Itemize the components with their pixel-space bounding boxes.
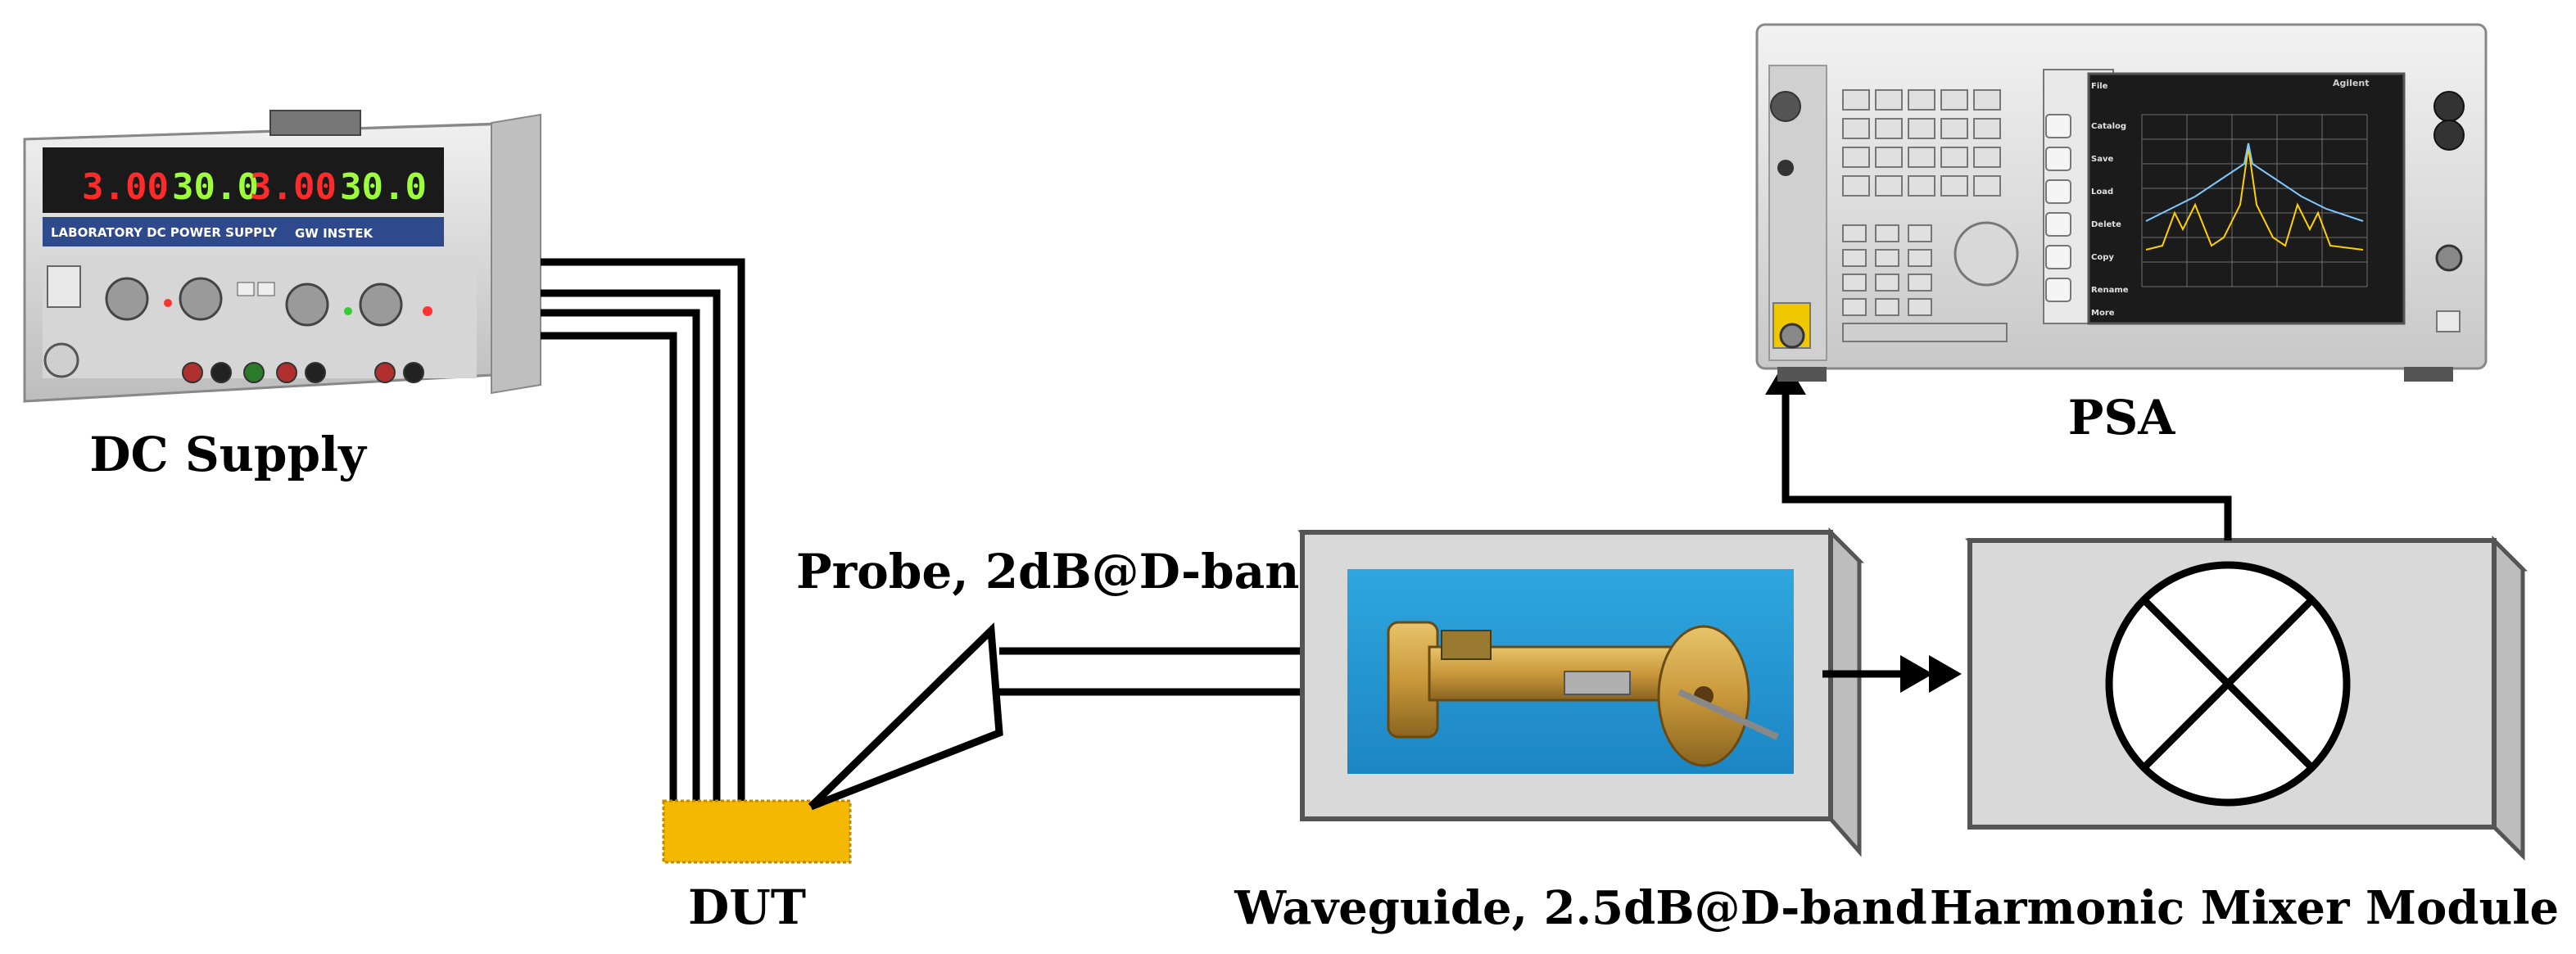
voltage-knob-2 [359, 283, 403, 327]
psa-disk-slot [1842, 323, 2008, 342]
psu-handle [269, 110, 361, 136]
power-switch [47, 265, 81, 308]
psa-screen [2087, 72, 2406, 325]
readout-3: 3.00 [250, 166, 337, 208]
dc-wire-4 [541, 332, 677, 807]
dc-supply-wires [541, 258, 745, 807]
psa-power-button [1770, 91, 1801, 122]
dc-wire-1 [541, 258, 745, 807]
psa-keypad [1842, 89, 2001, 316]
svg-text:File: File [2091, 82, 2108, 91]
psu-brand: GW INSTEK [295, 226, 373, 241]
arrow-mixer-to-psa [1765, 360, 2232, 540]
psa-label: PSA [2068, 390, 2175, 445]
probe-horn [808, 622, 1003, 811]
psu-display-panel [43, 147, 444, 213]
led-3 [423, 306, 432, 316]
psa-brand: Agilent [2333, 78, 2369, 88]
power-button [43, 342, 79, 378]
dut-label: DUT [688, 879, 806, 935]
probe [808, 622, 1302, 811]
tracking-button-1 [237, 282, 255, 296]
waveguide-component [1387, 621, 1779, 767]
psu-label-strip [43, 217, 444, 246]
dc-power-supply: 3.00 30.0 3.00 30.0 LABORATORY DC POWER … [23, 110, 541, 403]
led-1 [164, 299, 172, 307]
mixer-symbol [2105, 561, 2351, 807]
readout-4: 30.0 [340, 166, 427, 208]
psa-right-button [2436, 310, 2461, 332]
svg-text:Copy: Copy [2091, 253, 2114, 262]
psa-right-connector [2435, 244, 2463, 272]
svg-text:More: More [2091, 309, 2115, 318]
readout-2: 30.0 [172, 166, 259, 208]
psa-softkey-buttons [2045, 114, 2071, 302]
psa-connector-1 [1777, 160, 1794, 176]
svg-text:Catalog: Catalog [2091, 122, 2126, 131]
svg-text:Save: Save [2091, 155, 2113, 164]
psu-side [491, 113, 541, 395]
psa-right-knob-2 [2433, 120, 2465, 151]
waveguide-box [1297, 527, 1865, 857]
arrow-waveguide-to-mixer [1822, 655, 1962, 693]
svg-text:Delete: Delete [2091, 220, 2121, 229]
voltage-knob-1 [179, 277, 223, 321]
output-terminals [182, 362, 424, 383]
current-knob-1 [105, 277, 149, 321]
psa-foot-right [2404, 367, 2453, 382]
psa-trace-blue [2145, 142, 2364, 222]
psu-control-panel [43, 255, 477, 378]
psa-foot-left [1777, 367, 1827, 382]
dc-supply-label: DC Supply [89, 427, 368, 482]
led-2 [344, 307, 352, 315]
dc-wire-2 [541, 289, 721, 807]
dut-chip [662, 799, 852, 864]
tracking-button-2 [257, 282, 275, 296]
psa-right-knob-1 [2433, 91, 2465, 122]
waveguide-label: Waveguide, 2.5dB@D-band [1234, 881, 1926, 935]
svg-text:Rename: Rename [2091, 286, 2129, 295]
psa-rotary-knob [1954, 221, 2019, 287]
probe-label: Probe, 2dB@D-band [796, 544, 1333, 599]
readout-1: 3.00 [82, 166, 169, 208]
psu-title: LABORATORY DC POWER SUPPLY [51, 225, 278, 240]
svg-text:Load: Load [2091, 188, 2113, 197]
dc-wire-3 [541, 309, 700, 807]
mixer-label: Harmonic Mixer Module [1930, 881, 2559, 935]
current-knob-2 [285, 283, 329, 327]
psa-analyzer: File Catalog Save Load Delete Copy Renam… [1755, 23, 2488, 382]
psa-softkey-labels: File Catalog Save Load Delete Copy Renam… [2091, 82, 2129, 318]
harmonic-mixer-box [1964, 535, 2528, 861]
